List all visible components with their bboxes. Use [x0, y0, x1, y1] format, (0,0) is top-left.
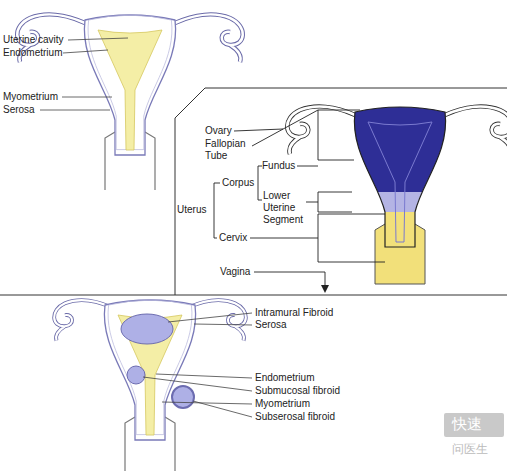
leader-line: [156, 374, 252, 378]
uterus-fill: [340, 97, 460, 252]
myometrium-line: [108, 300, 192, 434]
part-label: Serosa: [255, 319, 287, 331]
part-label: Fallopian Tube: [205, 138, 253, 162]
serosa-outline: [84, 15, 175, 155]
myometrium-line: [88, 15, 172, 149]
leader-line: [68, 38, 128, 40]
corpus-bracket: [258, 166, 262, 200]
cavity-line: [368, 122, 432, 242]
leader-line: [168, 313, 252, 322]
leader-line: [162, 402, 252, 404]
part-label: Intramural Fibroid: [255, 307, 333, 319]
part-label: Subserosal fibroid: [255, 411, 335, 423]
part-label: Cervix: [219, 232, 247, 244]
leader-line: [63, 50, 108, 53]
part-label: Fundus: [262, 160, 295, 172]
part-label: Endometrium: [3, 47, 62, 59]
leader-line: [62, 97, 112, 98]
leader-line: [40, 110, 110, 111]
lower-segment-region: [340, 192, 460, 212]
vagina-pointer: [254, 272, 325, 286]
uterus-outline: [354, 107, 445, 247]
leader-line: [143, 377, 252, 391]
leader-line: [297, 166, 318, 167]
frame-line: [175, 88, 507, 295]
watermark: 快速: [452, 415, 482, 432]
part-label: Uterine cavity: [3, 34, 64, 46]
part-label: Corpus: [222, 177, 254, 189]
separator-line: [0, 295, 507, 296]
uterus-bracket: [214, 183, 220, 238]
cervix-region: [340, 212, 460, 252]
part-label: Ovary: [205, 125, 232, 137]
part-label: Uterus: [177, 204, 206, 216]
leader-line: [250, 238, 318, 239]
submucosal-fibroid: [127, 366, 145, 384]
uterus-fibroids: [54, 300, 246, 471]
cervix-bracket: [318, 214, 385, 262]
leader-line: [306, 202, 318, 203]
segment-bracket: [318, 192, 352, 212]
part-label: Endometrium: [255, 372, 314, 384]
part-label: Submucosal fibroid: [255, 385, 340, 397]
part-label: Serosa: [3, 104, 35, 116]
leader-lines: [143, 313, 252, 417]
watermark-box: [444, 413, 504, 437]
uterus-regions: [287, 97, 507, 284]
intramural-fibroid: [121, 314, 173, 344]
arrow-head: [321, 285, 329, 293]
leader-line: [194, 324, 252, 325]
serosa-outline: [104, 300, 195, 440]
part-label: Lower Uterine Segment: [263, 190, 307, 226]
leader-line: [252, 110, 318, 146]
leader-line: [193, 401, 252, 417]
part-label: Myometrium: [3, 91, 58, 103]
watermark: 问医生: [452, 442, 488, 456]
uterine-cavity: [98, 30, 162, 150]
part-label: Myometrium: [255, 398, 310, 410]
brackets: [214, 110, 385, 286]
fundus-bracket: [318, 110, 360, 160]
subserosal-fibroid: [172, 386, 194, 408]
leader-line: [234, 129, 283, 131]
panel-frame: [0, 88, 507, 295]
part-label: Vagina: [220, 266, 250, 278]
